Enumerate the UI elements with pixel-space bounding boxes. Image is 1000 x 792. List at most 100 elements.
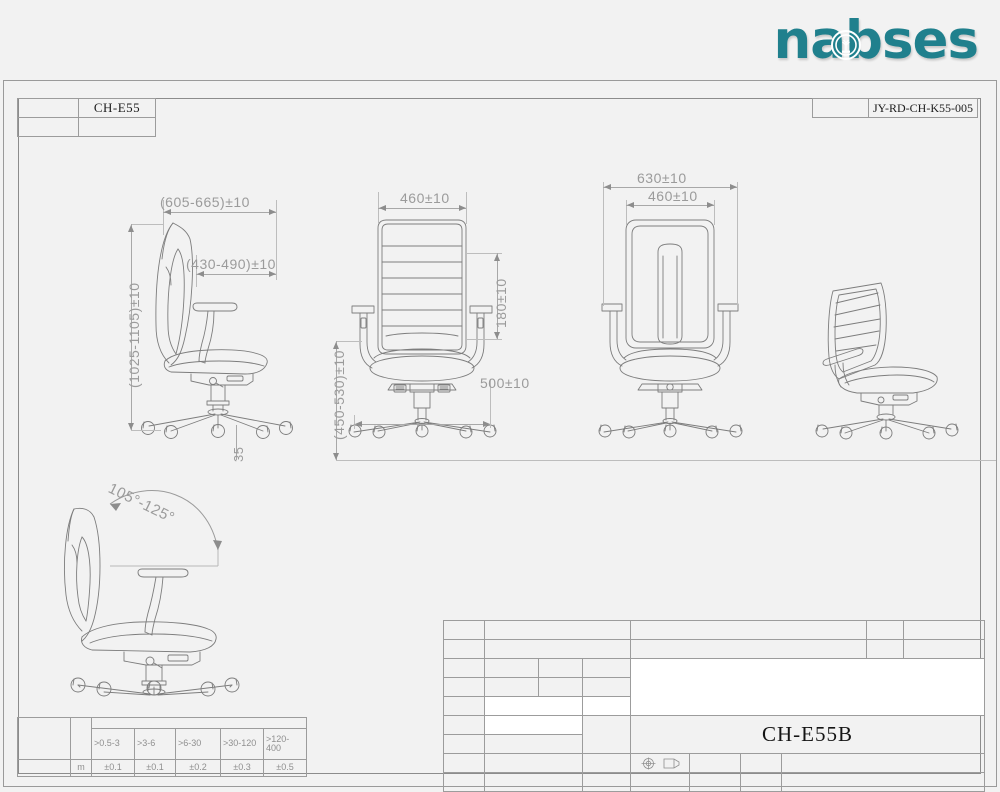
- front-arrow-d1: [494, 332, 500, 339]
- dim-castor-height: 35: [231, 446, 246, 462]
- dim-back-width-rear: 460±10: [648, 188, 698, 204]
- tol-blank-2: [70, 717, 92, 760]
- brand-logo: nabses: [774, 10, 979, 70]
- model-name: CH-E55B: [762, 722, 853, 746]
- tol-range-3: >30-120: [220, 728, 264, 760]
- tb-r3c2: [484, 658, 539, 678]
- tb-r9c3: [582, 772, 631, 792]
- tol-range-1: >3-6: [134, 728, 176, 760]
- side-arrow-left-1: [164, 209, 171, 215]
- tol-value-0: ±0.1: [91, 759, 135, 777]
- front-arrow-l2: [355, 421, 362, 427]
- drawing-code-box-right: JY-RD-CH-K55-005: [812, 98, 978, 118]
- rear-arrow-r2: [707, 202, 714, 208]
- rear-arrow-r1: [730, 184, 737, 190]
- front-dim-backheight: [497, 253, 498, 339]
- tb-redacted-3: [484, 715, 583, 735]
- rear-ext-4: [714, 200, 715, 225]
- tb-r7c2: [484, 734, 583, 754]
- side-ext-line-3: [196, 255, 197, 287]
- tb-r8c5: [689, 753, 741, 773]
- tb-r2c4: [866, 639, 904, 659]
- front-arrow-u1: [494, 254, 500, 261]
- rear-ext-2: [737, 182, 738, 306]
- front-ext-6: [490, 380, 491, 428]
- dim-arm-width: 630±10: [637, 170, 687, 186]
- dim-back-height: 180±10: [493, 278, 509, 328]
- tol-value-3: ±0.3: [220, 759, 264, 777]
- front-dim-seatheight: [336, 341, 337, 460]
- drawing-code-left: CH-E55: [93, 100, 141, 115]
- tb-r8c2: [484, 753, 583, 773]
- side-arrow-up-1: [128, 225, 134, 232]
- side-ext-line-1: [163, 200, 164, 235]
- front-arrow-l1: [379, 205, 386, 211]
- tol-range-0: >0.5-3: [91, 728, 135, 760]
- front-dim-basewidth: [354, 424, 490, 425]
- front-arrow-d2: [333, 453, 339, 460]
- tb-r6c1: [443, 715, 485, 735]
- side-dim-line-seatdepth: [196, 274, 276, 275]
- rear-arrow-l2: [627, 202, 634, 208]
- tb-r5c1: [443, 696, 485, 716]
- tb-r9c5: [689, 772, 741, 792]
- tb-r8c1: [443, 753, 485, 773]
- tb-redacted-2: [582, 696, 631, 716]
- rear-dim-backwidth: [626, 205, 714, 206]
- tol-blank-header: [91, 717, 307, 729]
- tb-r1c3: [630, 620, 867, 640]
- front-ext-7: [336, 341, 362, 342]
- tb-r3c3: [538, 658, 583, 678]
- tb-r9c6: [740, 772, 782, 792]
- recline-view-chair: [60, 485, 260, 700]
- side-dim-line-depth: [163, 212, 276, 213]
- tb-r9c7: [781, 772, 985, 792]
- tb-r3c1: [443, 658, 485, 678]
- tb-r2c5: [903, 639, 985, 659]
- front-ext-3: [466, 253, 502, 254]
- side-arrow-right-1: [269, 209, 276, 215]
- tb-redacted-1: [484, 696, 583, 716]
- side-ext-line-5: [131, 430, 161, 431]
- front-dim-backwidth: [378, 208, 466, 209]
- tb-r9c4: [630, 772, 690, 792]
- side-dim-line-height: [131, 224, 132, 430]
- side-arrow-down-1: [128, 423, 134, 430]
- tb-r3c4: [582, 658, 631, 678]
- castor-dim-line: [236, 425, 237, 460]
- tr-cell-empty-1: [812, 98, 869, 118]
- front-arrow-r1: [459, 205, 466, 211]
- tb-r4c3: [538, 677, 583, 697]
- side-arrow-right-2: [269, 271, 276, 277]
- tb-r1c2: [484, 620, 631, 640]
- rear-ext-1: [603, 182, 604, 306]
- tol-unit: m: [70, 759, 92, 777]
- tb-r8c3: [582, 753, 631, 773]
- dim-overall-height: (1025-1105)±10: [126, 282, 142, 389]
- rear-dim-armwidth: [603, 187, 737, 188]
- iso-view-chair: [805, 265, 965, 440]
- front-arrow-u2: [333, 342, 339, 349]
- tb-r1c5: [903, 620, 985, 640]
- side-view-chair: [135, 215, 300, 439]
- tb-r4c4: [582, 677, 631, 697]
- rear-view-chair: [598, 218, 743, 439]
- rear-arrow-l1: [604, 184, 611, 190]
- tb-r6c3: [582, 715, 631, 754]
- tb-r2c3: [630, 639, 867, 659]
- tree-in-circle-icon: [830, 30, 861, 60]
- dim-seat-height: (450-530)±10: [331, 350, 347, 440]
- tol-value-4: ±0.5: [263, 759, 307, 777]
- tol-range-4: >120-400: [263, 728, 307, 760]
- tl-cell-empty-2: [17, 117, 79, 137]
- tol-value-1: ±0.1: [134, 759, 176, 777]
- tb-redacted-notes: [630, 658, 985, 716]
- tb-r9c2: [484, 772, 583, 792]
- side-ext-line-4: [131, 224, 163, 225]
- side-arrow-left-2: [197, 271, 204, 277]
- drawing-number: JY-RD-CH-K55-005: [873, 101, 973, 115]
- title-block: CH-E55B: [443, 620, 985, 792]
- dim-seat-depth: (430-490)±10: [186, 256, 276, 272]
- front-ext-4: [466, 339, 502, 340]
- tb-r8c6: [740, 753, 782, 773]
